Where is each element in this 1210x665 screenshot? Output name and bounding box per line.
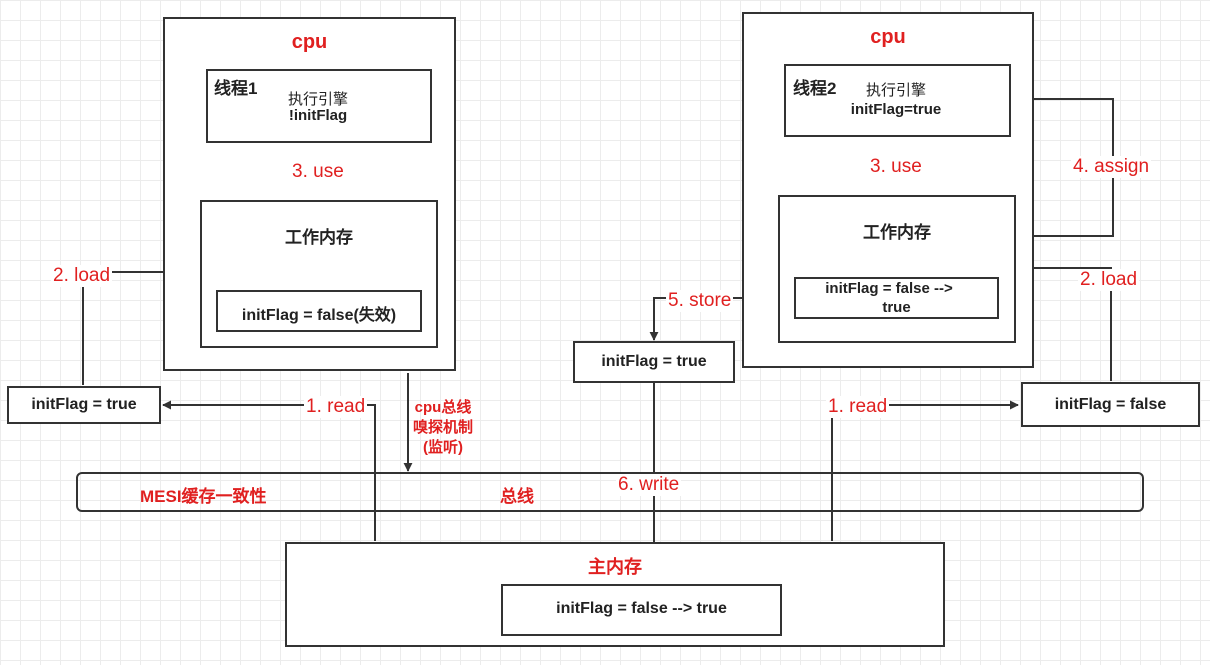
- mesi-label: MESI缓存一致性: [140, 487, 267, 506]
- right-use-label: 3. use: [868, 156, 924, 178]
- right-value-text: initFlag = false: [1054, 396, 1167, 413]
- right-working-memory-value-line1: initFlag = false -->: [825, 280, 953, 297]
- left-thread-engine: 执行引擎: [287, 91, 348, 108]
- right-thread-expr: initFlag=true: [850, 101, 942, 118]
- left-working-memory-value-box: [216, 290, 422, 332]
- left-cpu-title: cpu: [291, 31, 328, 53]
- assign-label: 4. assign: [1071, 156, 1152, 178]
- right-thread-engine: 执行引擎: [865, 82, 926, 99]
- sniff-line3: (监听): [423, 439, 463, 456]
- store-value-box: [573, 341, 735, 383]
- left-thread-expr: !initFlag: [288, 107, 348, 124]
- left-value-box: [7, 386, 161, 424]
- right-working-memory-value-box: [794, 277, 999, 319]
- right-working-memory-title: 工作内存: [863, 223, 931, 242]
- main-memory-value-box: [501, 584, 782, 636]
- left-use-label: 3. use: [290, 161, 346, 183]
- right-read-label: 1. read: [826, 396, 890, 418]
- main-memory-value: initFlag = false --> true: [556, 600, 727, 617]
- sniff-line1: cpu总线: [414, 399, 472, 416]
- right-thread-box: [784, 64, 1011, 137]
- right-load-arrow: [1017, 263, 1112, 381]
- left-value-text: initFlag = true: [31, 396, 137, 413]
- store-value-text: initFlag = true: [601, 353, 707, 370]
- left-working-memory-title: 工作内存: [285, 228, 353, 247]
- sniff-line2: 嗅探机制: [412, 419, 473, 436]
- right-working-memory-value-line2: true: [882, 299, 911, 316]
- left-thread-box: [206, 69, 432, 143]
- right-cpu-title: cpu: [870, 26, 906, 48]
- left-read-arrow: [162, 400, 376, 541]
- write-label: 6. write: [616, 474, 682, 496]
- right-value-box: [1021, 382, 1200, 427]
- left-thread-name: 线程1: [214, 79, 258, 98]
- left-read-label: 1. read: [304, 396, 368, 418]
- left-load-label: 2. load: [51, 265, 113, 287]
- right-thread-name: 线程2: [793, 79, 837, 98]
- bus-box: [76, 472, 1144, 512]
- bus-label: 总线: [500, 487, 534, 506]
- right-load-label: 2. load: [1078, 269, 1140, 291]
- left-working-memory-value: initFlag = false(失效): [241, 307, 397, 324]
- store-label: 5. store: [666, 290, 734, 312]
- main-memory-title: 主内存: [588, 557, 642, 577]
